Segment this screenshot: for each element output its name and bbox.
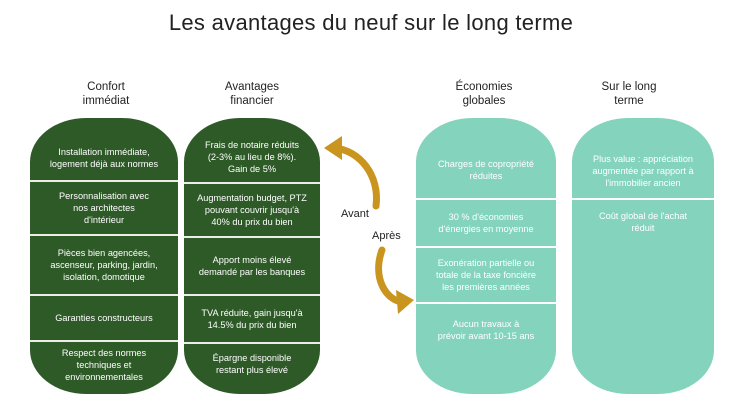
- header-avantages: Avantages financier: [194, 80, 310, 108]
- long-terme-item-2: Coût global de l'achat réduit: [572, 202, 714, 242]
- long-terme-item-1-line3: l'immobilier ancien: [605, 178, 681, 188]
- confort-item-5-line2: techniques et: [76, 360, 132, 370]
- divider: [30, 294, 178, 296]
- confort-item-5: Respect des normes techniques et environne…: [30, 342, 178, 388]
- economies-item-1: Charges de copropriété réduites: [416, 142, 556, 198]
- divider: [184, 294, 320, 296]
- economies-item-3-line1: Exonération partielle ou: [437, 258, 535, 268]
- economies-item-2: 30 % d'économies d'énergies en moyenne: [416, 200, 556, 246]
- column-economies: Charges de copropriété réduites 30 % d'éc…: [416, 118, 556, 394]
- avantages-item-3-line2: demandé par les banques: [198, 267, 306, 277]
- avantages-item-3-line1: Apport moins élevé: [212, 255, 292, 265]
- avantages-item-5-line1: Épargne disponible: [212, 353, 292, 363]
- divider: [184, 236, 320, 238]
- confort-item-1: Installation immédiate, logement déjà aux…: [30, 136, 178, 180]
- economies-item-2-line2: d'énergies en moyenne: [438, 224, 534, 234]
- long-terme-item-2-line1: Coût global de l'achat: [598, 211, 688, 221]
- long-terme-item-1: Plus value : appréciation augmentée par r…: [572, 144, 714, 198]
- divider: [30, 340, 178, 342]
- column-long-terme: Plus value : appréciation augmentée par r…: [572, 118, 714, 394]
- confort-item-1-line1: Installation immédiate,: [58, 147, 150, 157]
- divider: [416, 246, 556, 248]
- economies-item-1-line1: Charges de copropriété: [437, 159, 535, 169]
- confort-item-5-line1: Respect des normes: [61, 348, 147, 358]
- economies-item-4-line1: Aucun travaux à: [452, 319, 520, 329]
- avantages-item-4-line2: 14.5% du prix du bien: [207, 320, 297, 330]
- economies-item-4: Aucun travaux à prévoir avant 10-15 ans: [416, 310, 556, 350]
- header-economies: Économies globales: [426, 80, 542, 108]
- confort-item-4-line1: Garanties constructeurs: [55, 313, 153, 323]
- divider: [572, 198, 714, 200]
- confort-item-1-line2: logement déjà aux normes: [49, 159, 159, 169]
- header-long-terme-line1: Sur le long: [601, 81, 657, 93]
- avantages-item-1-line3: Gain de 5%: [227, 164, 276, 174]
- header-confort-line1: Confort: [87, 81, 125, 93]
- header-avantages-line2: financier: [230, 95, 274, 107]
- confort-item-3-line1: Pièces bien agencées,: [57, 248, 151, 258]
- avantages-item-2: Augmentation budget, PTZ pouvant couvrir …: [184, 184, 320, 236]
- avantages-item-2-line2: pouvant couvrir jusqu'à: [204, 205, 300, 215]
- confort-item-4: Garanties constructeurs: [30, 296, 178, 340]
- divider: [184, 342, 320, 344]
- economies-item-4-line2: prévoir avant 10-15 ans: [437, 331, 535, 341]
- confort-item-5-line3: environnementales: [65, 372, 143, 382]
- header-confort-line2: immédiat: [82, 95, 130, 107]
- economies-item-3: Exonération partielle ou totale de la tax…: [416, 248, 556, 302]
- header-economies-line2: globales: [462, 95, 506, 107]
- arrow-after-head-icon: [396, 290, 414, 314]
- economies-item-1-line2: réduites: [469, 171, 503, 181]
- divider: [184, 182, 320, 184]
- avantages-item-4: TVA réduite, gain jusqu'à 14.5% du prix d…: [184, 296, 320, 342]
- avantages-item-4-line1: TVA réduite, gain jusqu'à: [201, 308, 303, 318]
- economies-item-3-line3: les premières années: [442, 282, 530, 292]
- arrow-before-head-icon: [324, 136, 342, 160]
- divider: [30, 234, 178, 236]
- confort-item-3-line2: ascenseur, parking, jardin,: [50, 260, 158, 270]
- avantages-item-3: Apport moins élevé demandé par les banque…: [184, 238, 320, 294]
- header-confort: Confort immédiat: [48, 80, 164, 108]
- column-avantages: Frais de notaire réduits (2-3% au lieu de…: [184, 118, 320, 394]
- avantages-item-2-line3: 40% du prix du bien: [211, 217, 293, 227]
- long-terme-item-2-line2: réduit: [631, 223, 655, 233]
- label-apres: Après: [372, 230, 401, 242]
- avantages-item-2-line1: Augmentation budget, PTZ: [197, 193, 307, 203]
- header-avantages-line1: Avantages: [224, 81, 280, 93]
- long-terme-item-1-line2: augmentée par rapport à: [592, 166, 694, 176]
- confort-item-2-line2: nos architectes: [73, 203, 135, 213]
- header-long-terme-line2: terme: [614, 95, 644, 107]
- avantages-item-1-line2: (2-3% au lieu de 8%).: [207, 152, 297, 162]
- page-title: Les avantages du neuf sur le long terme: [168, 10, 574, 35]
- economies-item-2-line1: 30 % d'économies: [448, 212, 524, 222]
- confort-item-2-line3: d'intérieur: [83, 215, 125, 225]
- header-economies-line1: Économies: [455, 81, 513, 93]
- economies-item-3-line2: totale de la taxe foncière: [435, 270, 537, 280]
- divider: [416, 198, 556, 200]
- divider: [416, 302, 556, 304]
- divider: [30, 180, 178, 182]
- avantages-item-1-line1: Frais de notaire réduits: [205, 140, 299, 150]
- header-long-terme: Sur le long terme: [571, 80, 687, 108]
- confort-item-3: Pièces bien agencées, ascenseur, parking,…: [30, 236, 178, 294]
- long-terme-item-1-line1: Plus value : appréciation: [592, 154, 694, 164]
- confort-item-2-line1: Personnalisation avec: [59, 191, 149, 201]
- confort-item-2: Personnalisation avec nos architectes d'in…: [30, 182, 178, 234]
- avantages-item-5-line2: restant plus élevé: [215, 365, 288, 375]
- confort-item-3-line3: isolation, domotique: [63, 272, 145, 282]
- column-confort: Installation immédiate, logement déjà aux…: [30, 118, 178, 394]
- avantages-item-5: Épargne disponible restant plus élevé: [184, 344, 320, 384]
- avantages-item-1: Frais de notaire réduits (2-3% au lieu de…: [184, 132, 320, 182]
- label-avant: Avant: [341, 208, 369, 220]
